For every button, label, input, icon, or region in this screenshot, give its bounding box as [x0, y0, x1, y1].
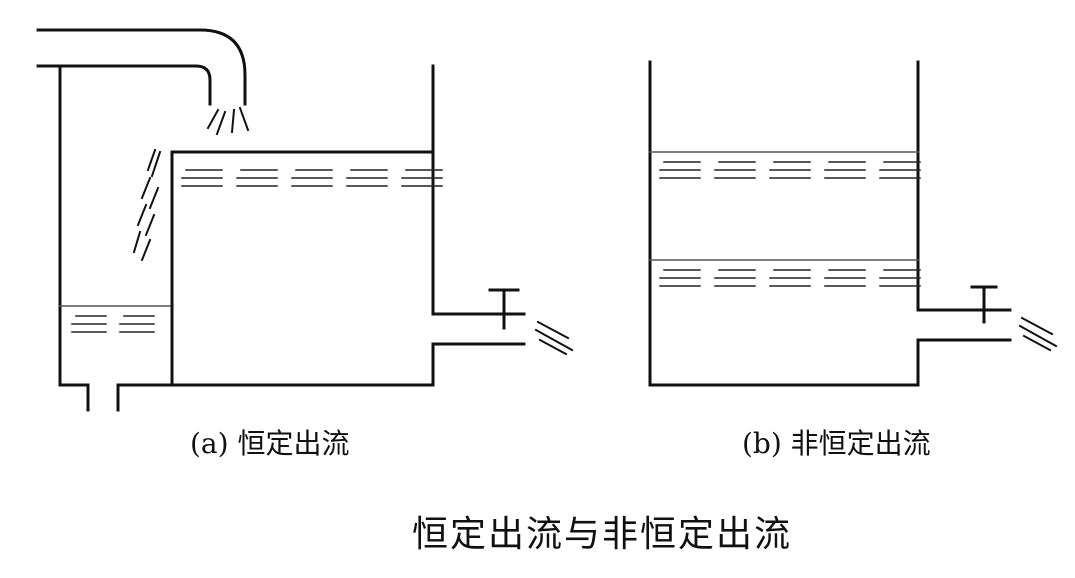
outlet-pipe-a	[431, 312, 526, 346]
outflow-jet-a	[534, 320, 574, 356]
figure-title: 恒定出流与非恒定出流	[412, 514, 793, 555]
overflow-chamber	[58, 64, 174, 412]
inflow-pipe	[36, 28, 247, 106]
valve-a	[488, 288, 520, 330]
caption-b: (b) 非恒定出流	[742, 427, 931, 460]
water-jet	[206, 106, 250, 136]
water-marks-overflow-chamber	[71, 315, 155, 333]
outflow-jet-b	[1018, 316, 1058, 352]
water-tank-a	[170, 64, 435, 387]
outlet-pipe-b	[916, 308, 1012, 342]
valve-b	[970, 285, 998, 324]
water-tank-b	[648, 60, 920, 387]
water-marks-tank-a	[181, 169, 443, 187]
caption-a: (a) 恒定出流	[190, 427, 350, 460]
water-marks-tank-b-upper	[659, 161, 921, 179]
overflow-falling-water	[132, 148, 162, 262]
water-marks-tank-b-lower	[659, 269, 921, 287]
